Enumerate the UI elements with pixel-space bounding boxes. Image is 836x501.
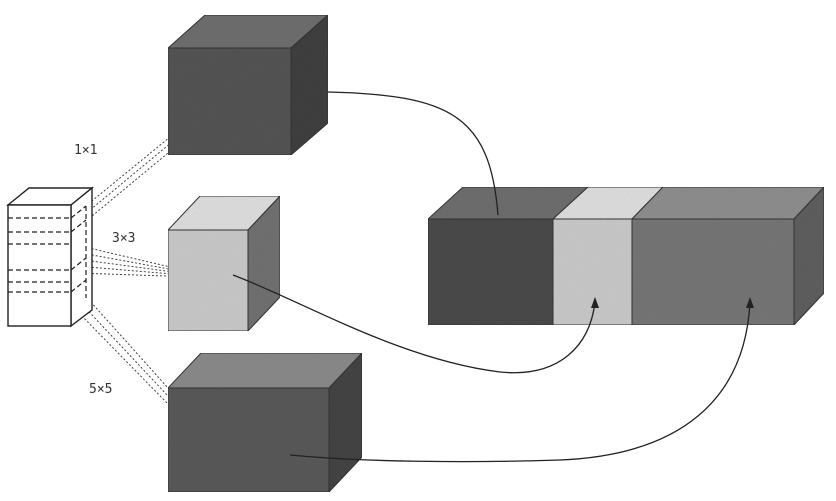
cube-5x5-top xyxy=(166,352,364,389)
cube-3x3-front xyxy=(167,229,249,332)
input-block xyxy=(6,186,94,328)
input-block-slices xyxy=(8,205,87,298)
concat-front-light xyxy=(552,218,633,326)
concat-top-mid xyxy=(630,186,826,220)
cube-1x1 xyxy=(166,13,330,157)
cube-5x5-front xyxy=(167,387,330,493)
arrowhead-5x5 xyxy=(746,297,754,308)
concat-block xyxy=(426,185,826,327)
arrowhead-3x3 xyxy=(591,297,599,308)
arrowheads xyxy=(591,297,754,308)
input-block-side xyxy=(70,186,93,328)
curve-5x5-to-concat xyxy=(289,301,751,463)
label-3x3: 3×3 xyxy=(112,231,135,246)
cube-1x1-front xyxy=(167,47,292,156)
label-5x5: 5×5 xyxy=(89,382,112,397)
concat-front-dark xyxy=(427,218,554,326)
concat-front-mid xyxy=(631,218,795,326)
connector-curves xyxy=(232,91,751,463)
label-1x1: 1×1 xyxy=(74,143,97,158)
curve-1x1-to-concat xyxy=(327,91,499,216)
input-block-front xyxy=(7,204,72,327)
curve-3x3-to-concat xyxy=(232,274,596,374)
cube-3x3 xyxy=(166,194,282,333)
cube-5x5 xyxy=(166,351,364,494)
